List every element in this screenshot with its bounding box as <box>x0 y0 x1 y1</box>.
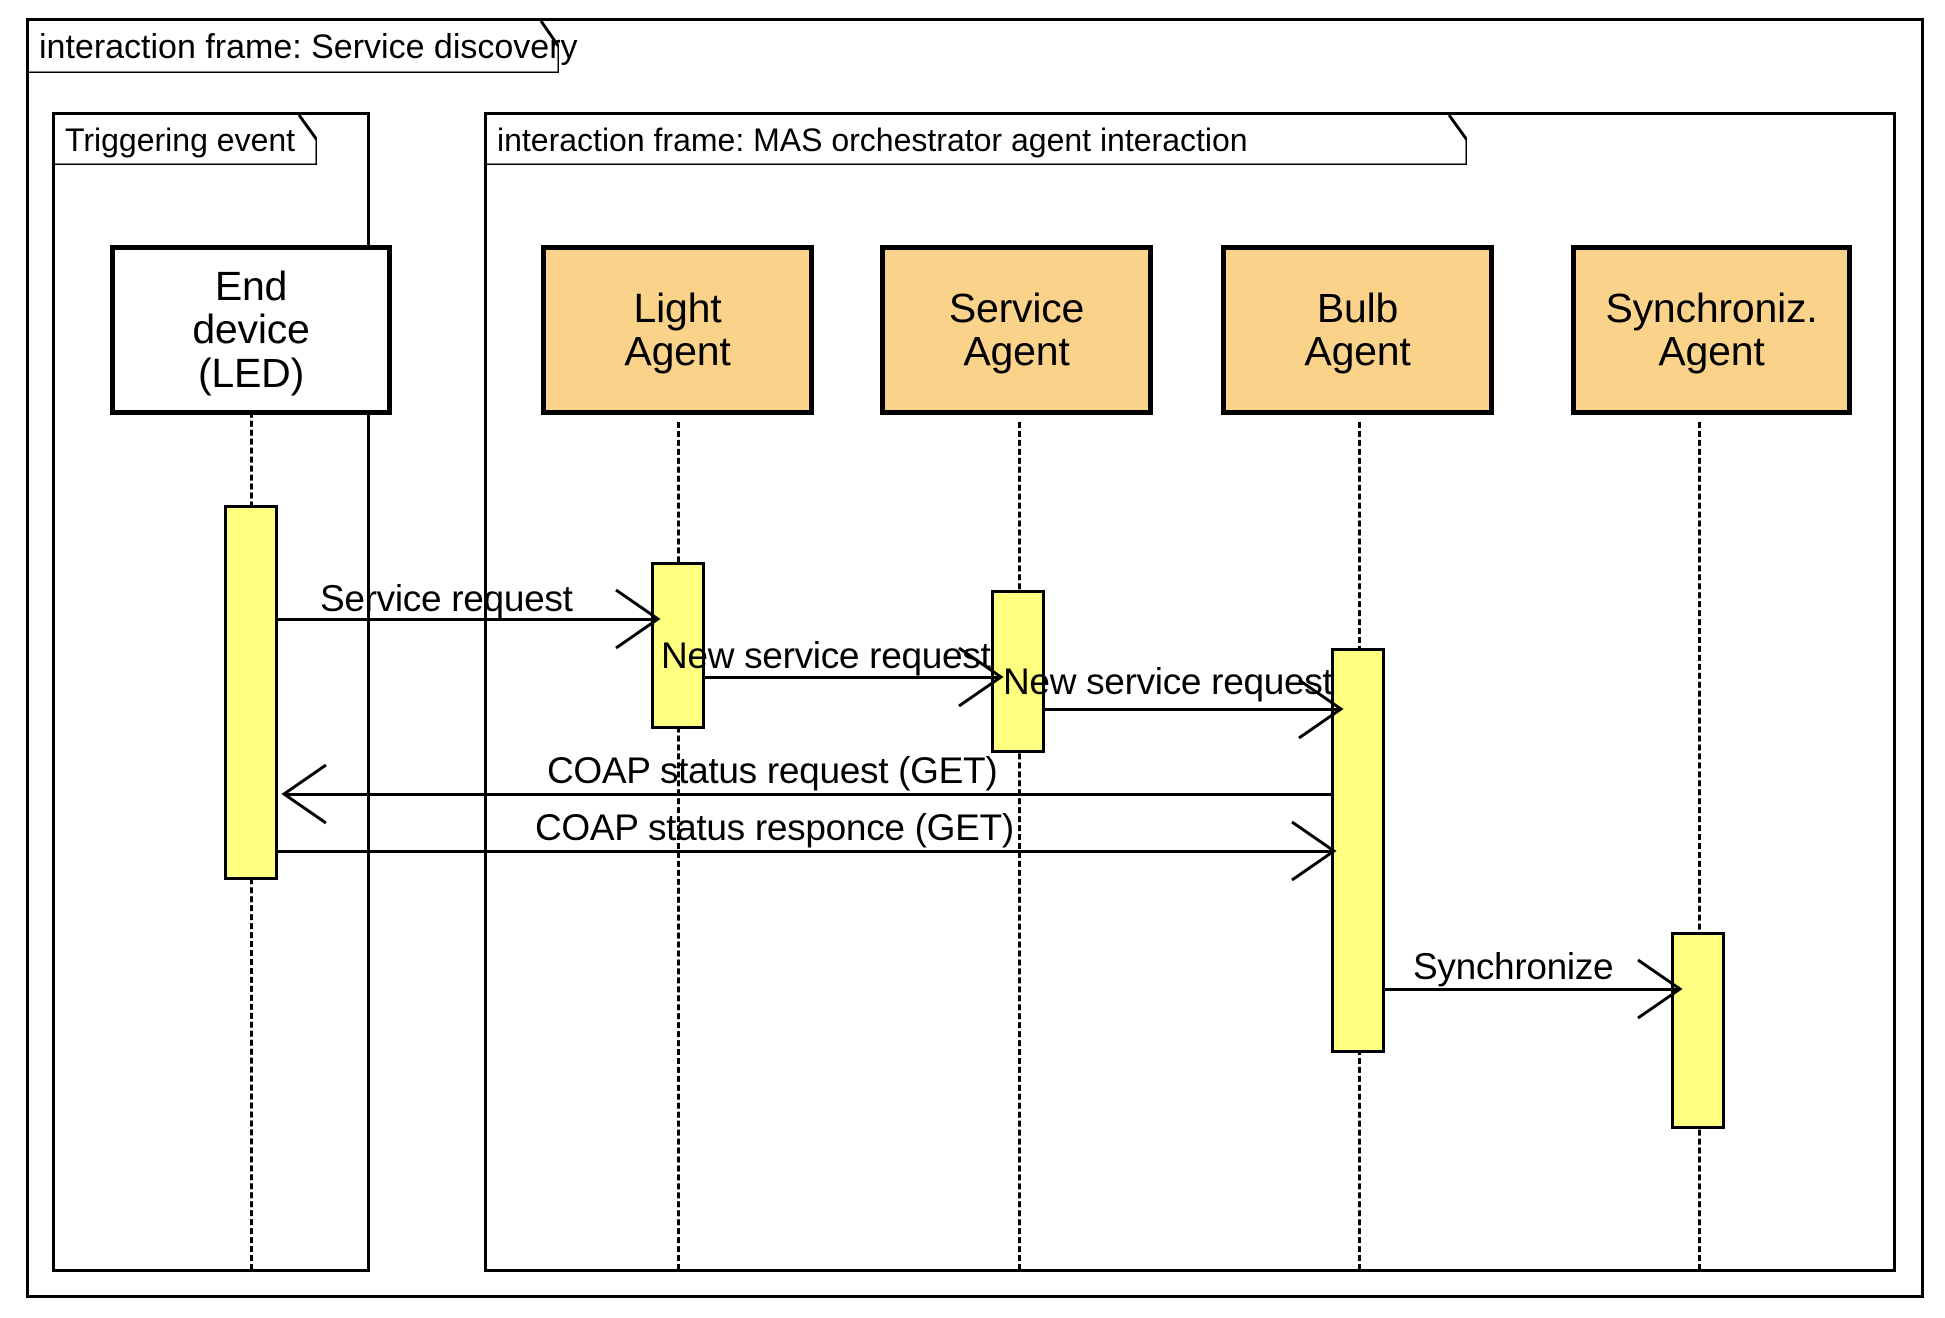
arrowhead-coap-status-responce <box>1291 820 1337 882</box>
message-label-coap-status-request: COAP status request (GET) <box>547 750 998 791</box>
lifeline-service-agent <box>1018 422 1021 1270</box>
arrowhead-service-request <box>615 588 661 650</box>
message-label-service-request: Service request <box>320 578 573 619</box>
message-line-coap-status-responce <box>278 850 1334 853</box>
arrowhead-coap-status-request <box>281 763 327 825</box>
message-line-synchronize <box>1385 988 1679 991</box>
message-label-new-service-request-2: New service request <box>1003 661 1333 702</box>
outer-interaction-frame <box>26 18 1924 1298</box>
lifeline-head-synchroniz-agent-label: Synchroniz. Agent <box>1605 284 1818 374</box>
activation-synchroniz-agent[interactable] <box>1671 932 1725 1129</box>
lifeline-head-bulb-agent-label: Bulb Agent <box>1304 284 1411 374</box>
lifeline-head-service-agent[interactable]: Service Agent <box>880 245 1153 415</box>
lifeline-synchroniz-agent <box>1698 422 1701 1270</box>
lifeline-head-light-agent-label: Light Agent <box>624 284 731 374</box>
lifeline-head-synchroniz-agent[interactable]: Synchroniz. Agent <box>1571 245 1852 415</box>
activation-service-agent[interactable] <box>991 590 1045 753</box>
arrowhead-synchronize <box>1637 958 1683 1020</box>
lifeline-head-light-agent[interactable]: Light Agent <box>541 245 814 415</box>
arrowhead-new-service-request-1 <box>958 646 1004 708</box>
message-label-coap-status-responce: COAP status responce (GET) <box>535 807 1014 848</box>
message-line-coap-status-request <box>284 793 1334 796</box>
message-line-service-request <box>278 618 658 621</box>
lifeline-head-end-device-label: End device (LED) <box>192 262 310 396</box>
lifeline-light-agent <box>677 422 680 1270</box>
lifeline-head-end-device[interactable]: End device (LED) <box>110 245 392 415</box>
message-label-new-service-request-1: New service request <box>661 635 991 676</box>
lifeline-head-service-agent-label: Service Agent <box>948 284 1085 374</box>
outer-frame-label: interaction frame: Service discovery <box>29 21 578 73</box>
triggering-event-label-text: Triggering event <box>65 122 296 158</box>
triggering-event-frame <box>52 112 370 1272</box>
triggering-event-frame-label: Triggering event <box>55 115 317 165</box>
mas-orchestrator-frame <box>484 112 1896 1272</box>
arrowhead-new-service-request-2 <box>1298 678 1344 740</box>
outer-frame-label-text: interaction frame: Service discovery <box>39 28 578 66</box>
message-label-synchronize: Synchronize <box>1413 946 1614 987</box>
mas-orchestrator-label-text: interaction frame: MAS orchestrator agen… <box>497 122 1248 158</box>
activation-end-device[interactable] <box>224 505 278 880</box>
lifeline-head-bulb-agent[interactable]: Bulb Agent <box>1221 245 1494 415</box>
activation-light-agent[interactable] <box>651 562 705 729</box>
message-line-new-service-request-2 <box>1045 708 1341 711</box>
message-line-new-service-request-1 <box>705 676 1001 679</box>
mas-orchestrator-frame-label: interaction frame: MAS orchestrator agen… <box>487 115 1467 165</box>
